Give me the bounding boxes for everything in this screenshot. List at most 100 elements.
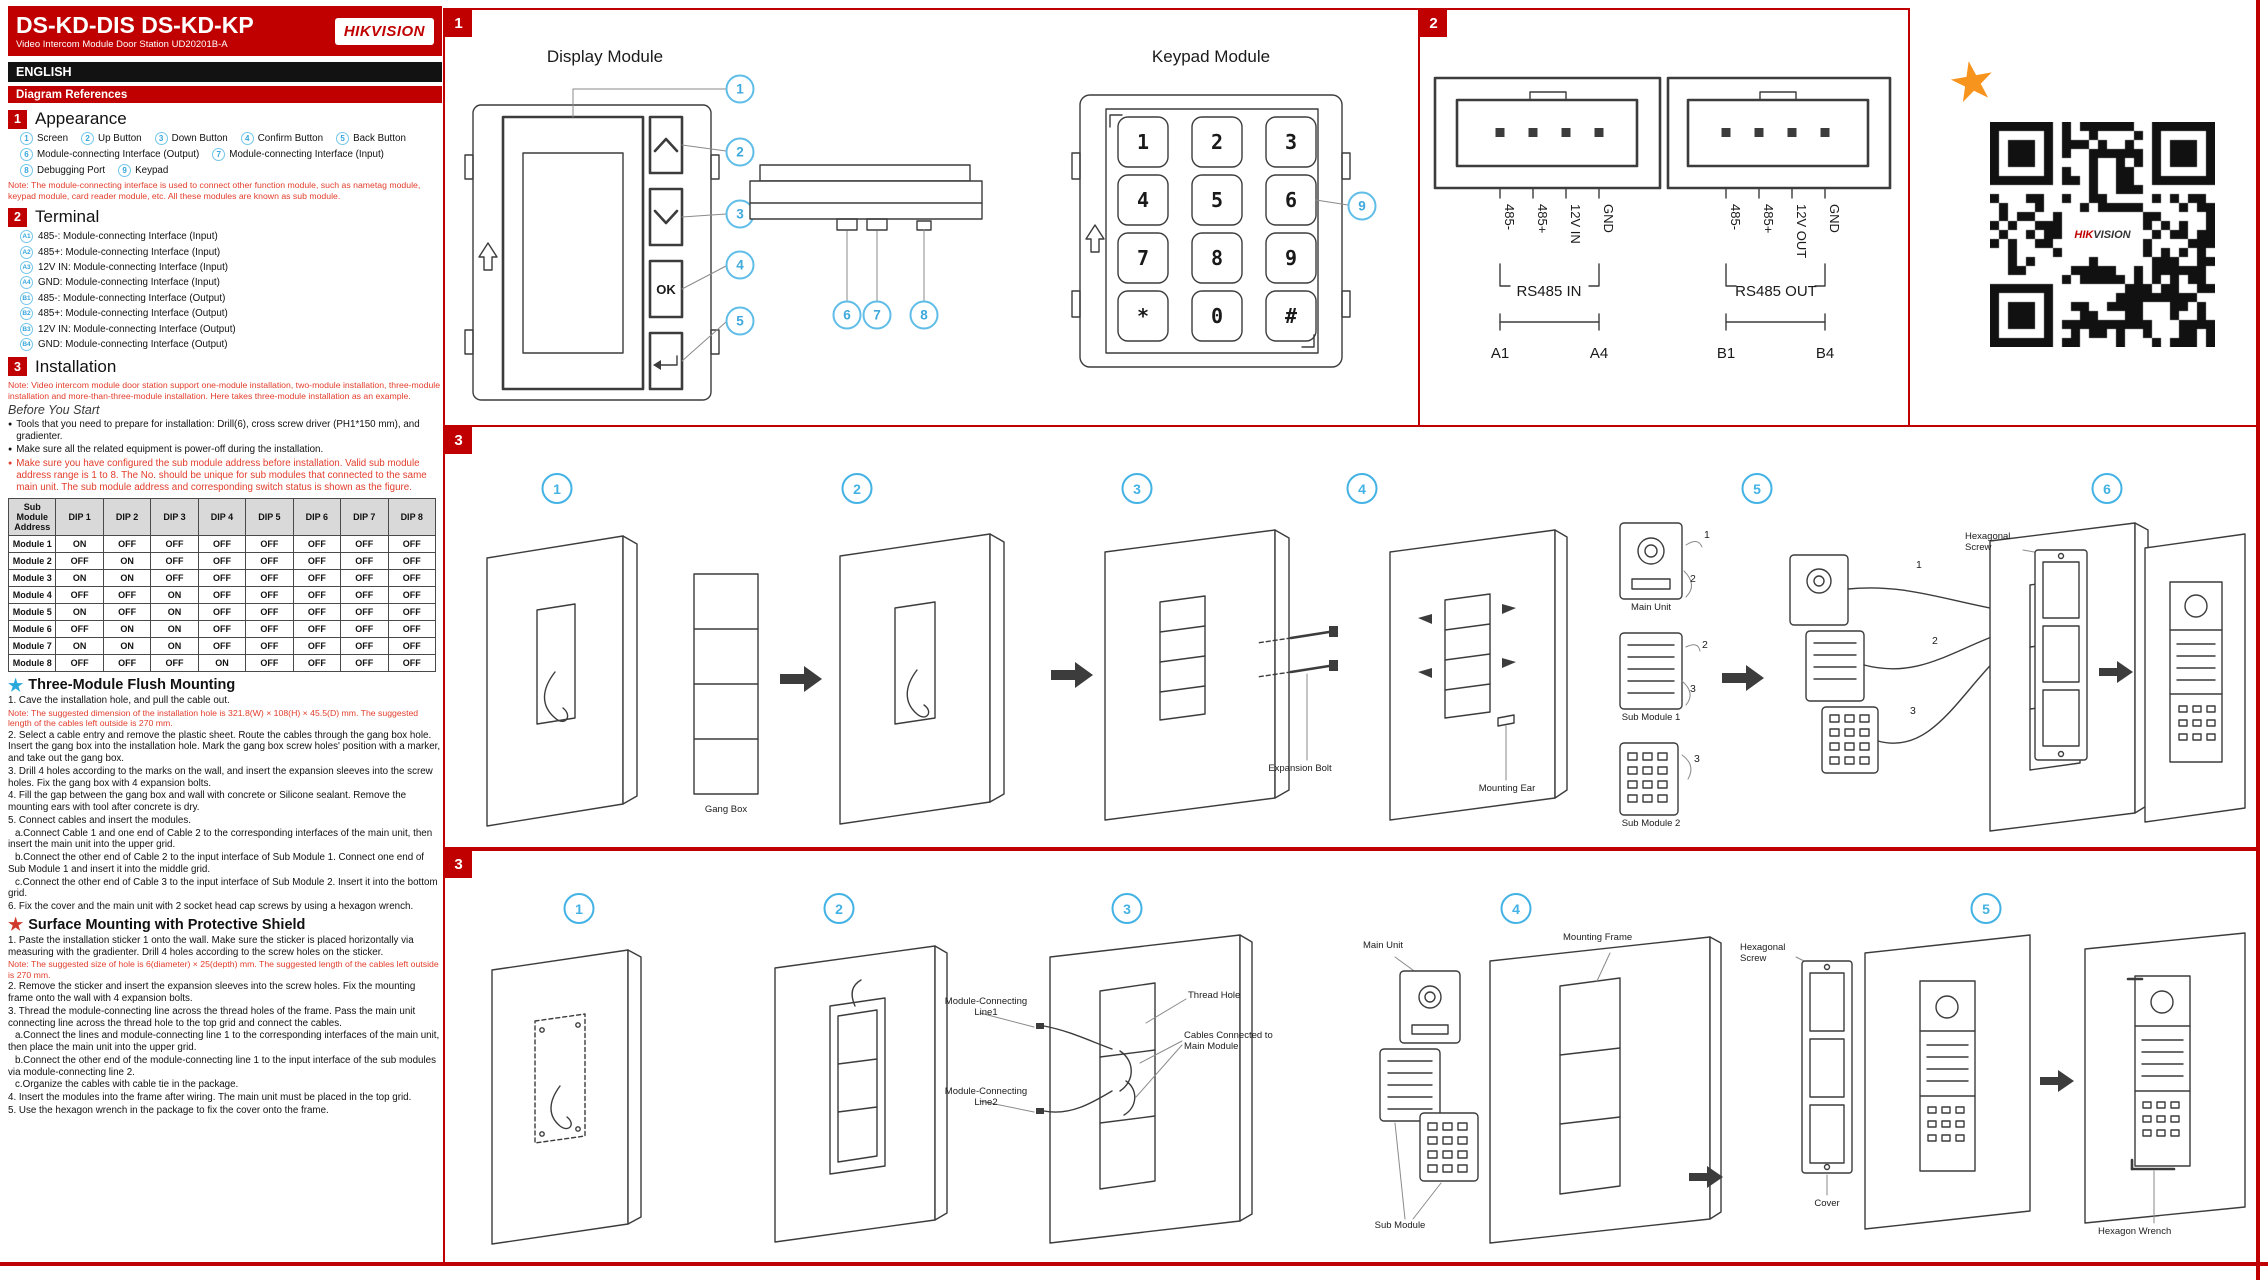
appearance-item-label: Up Button bbox=[98, 133, 142, 144]
pin-a4-label: A4 bbox=[1590, 345, 1608, 362]
page-bottom-border bbox=[0, 1262, 2268, 1266]
callout-number-icon: 7 bbox=[212, 148, 226, 161]
bullet-icon: ● bbox=[8, 446, 13, 454]
language-bar: ENGLISH bbox=[8, 62, 442, 82]
door-station bbox=[1919, 980, 1976, 1172]
dip-cell: OFF bbox=[292, 603, 342, 622]
surface-step-1-art bbox=[480, 936, 665, 1256]
flush-step-4: 4. Fill the gap between the gang box and… bbox=[8, 790, 407, 814]
dip-table-body: Module 1 ON OFF OFF OFF OFF OFF OFF OFF … bbox=[8, 535, 436, 673]
dip-cell: OFF bbox=[150, 569, 199, 588]
pin-b4-label: B4 bbox=[1816, 345, 1834, 362]
product-title: DS-KD-DIS DS-KD-KP bbox=[16, 11, 254, 38]
dip-cell: OFF bbox=[55, 586, 104, 605]
dip-cell: OFF bbox=[387, 620, 436, 639]
surface-step-3a: a.Connect the lines and module-connectin… bbox=[8, 1030, 440, 1054]
section-3-badge: 3 bbox=[8, 357, 27, 377]
dip-table-header-cell: DIP 6 bbox=[292, 498, 342, 537]
before-you-start-heading: Before You Start bbox=[8, 403, 100, 418]
surface-mounting-title: Surface Mounting with Protective Shield bbox=[28, 916, 306, 933]
blue-star-icon: ★ bbox=[8, 675, 24, 695]
terminal-item-label: 485+: Module-connecting Interface (Input… bbox=[38, 246, 221, 258]
install-bullet-1-text: Tools that you need to prepare for insta… bbox=[16, 419, 420, 443]
dip-cell: OFF bbox=[292, 569, 342, 588]
appearance-item-label: Module-connecting Interface (Output) bbox=[37, 149, 200, 160]
main-unit bbox=[1399, 970, 1461, 1044]
terminal-number-icon: B1 bbox=[20, 291, 33, 305]
display-module-side bbox=[749, 164, 983, 231]
dip-cell: OFF bbox=[197, 637, 247, 656]
back-arrow-icon bbox=[658, 355, 678, 366]
installation-note: Note: Video intercom module door station… bbox=[8, 379, 441, 401]
press-arrow-icon bbox=[1418, 668, 1432, 678]
qr-panel: ★ HIKVISION bbox=[1910, 8, 2258, 427]
callout-number-icon: 8 bbox=[20, 164, 33, 177]
wall bbox=[491, 949, 629, 1245]
module-connecting-line1-cable bbox=[1043, 1025, 1113, 1050]
dip-module-cell: Module 5 bbox=[8, 603, 57, 622]
surface-step-circle-1: 1 bbox=[563, 893, 595, 924]
dip-cell: OFF bbox=[245, 586, 294, 605]
flush-mounting-heading: ★ Three-Module Flush Mounting bbox=[8, 675, 442, 695]
flush-step-5c: c.Connect the other end of Cable 3 to th… bbox=[8, 876, 438, 900]
dip-table-row: Module 1 ON OFF OFF OFF OFF OFF OFF OFF bbox=[8, 535, 436, 554]
threaded-cable bbox=[1119, 1050, 1132, 1092]
ok-button-label: OK bbox=[656, 282, 676, 297]
dip-cell: OFF bbox=[245, 552, 294, 571]
install-bullet-2: ●Make sure all the related equipment is … bbox=[8, 444, 442, 456]
dip-cell: OFF bbox=[245, 637, 294, 656]
up-chevron-icon bbox=[653, 137, 679, 153]
flush-mounting-title: Three-Module Flush Mounting bbox=[28, 677, 236, 694]
pin-label-gnd: GND bbox=[1601, 204, 1616, 233]
pin-label-485-minus: 485- bbox=[1502, 204, 1517, 230]
callout-5: 5 bbox=[736, 314, 744, 329]
dip-cell: ON bbox=[102, 569, 152, 588]
cable-number: 3 bbox=[1690, 683, 1696, 695]
gang-box-in-wall bbox=[1444, 593, 1491, 719]
surface-step-4-art: Main Unit Mounting Frame Sub Module bbox=[1305, 931, 1735, 1261]
cable-number: 2 bbox=[1702, 639, 1708, 651]
dip-cell: OFF bbox=[245, 654, 294, 673]
flush-step-circle-5: 5 bbox=[1741, 473, 1773, 504]
dip-table-header-cell: DIP 4 bbox=[197, 498, 247, 537]
key-4: 4 bbox=[1137, 188, 1149, 212]
dip-cell: OFF bbox=[340, 637, 389, 656]
surface-step-1: 1. Paste the installation sticker 1 onto… bbox=[8, 934, 414, 958]
qr-code: HIKVISION bbox=[1990, 122, 2215, 347]
arrow-right-icon bbox=[1689, 1166, 1723, 1188]
appearance-item-label: Back Button bbox=[353, 133, 406, 144]
dip-cell: OFF bbox=[387, 603, 436, 622]
press-arrow-icon bbox=[1418, 614, 1432, 624]
section-1-badge: 1 bbox=[8, 109, 27, 129]
mounting-frame bbox=[1559, 977, 1621, 1195]
side-callout-leaders bbox=[846, 229, 925, 302]
dip-table-header-cell: DIP 7 bbox=[340, 498, 389, 537]
install-bullet-1: ●Tools that you need to prepare for inst… bbox=[8, 419, 442, 443]
dip-cell: OFF bbox=[55, 552, 104, 571]
arrow-right-icon bbox=[2099, 661, 2133, 683]
dip-cell: OFF bbox=[102, 654, 152, 673]
dip-module-cell: Module 6 bbox=[8, 620, 57, 639]
dip-cell: ON bbox=[197, 654, 247, 673]
hexagon-wrench-label: Hexagon Wrench bbox=[2098, 1226, 2172, 1237]
surface-mounting-heading: ★ Surface Mounting with Protective Shiel… bbox=[8, 916, 442, 933]
cable-number: 2 bbox=[1932, 635, 1938, 647]
dip-cell: OFF bbox=[55, 620, 104, 639]
terminal-item-label: GND: Module-connecting Interface (Output… bbox=[38, 338, 228, 350]
cable-number: 2 bbox=[1690, 573, 1696, 585]
dip-cell: ON bbox=[55, 535, 104, 554]
cable bbox=[906, 669, 930, 718]
key-2: 2 bbox=[1211, 130, 1223, 154]
dip-cell: ON bbox=[150, 637, 199, 656]
dip-cell: OFF bbox=[245, 569, 294, 588]
dip-module-cell: Module 2 bbox=[8, 552, 57, 571]
bullet-icon: ● bbox=[8, 459, 13, 467]
dip-cell: OFF bbox=[340, 552, 389, 571]
assembled-door-station bbox=[2169, 581, 2223, 763]
